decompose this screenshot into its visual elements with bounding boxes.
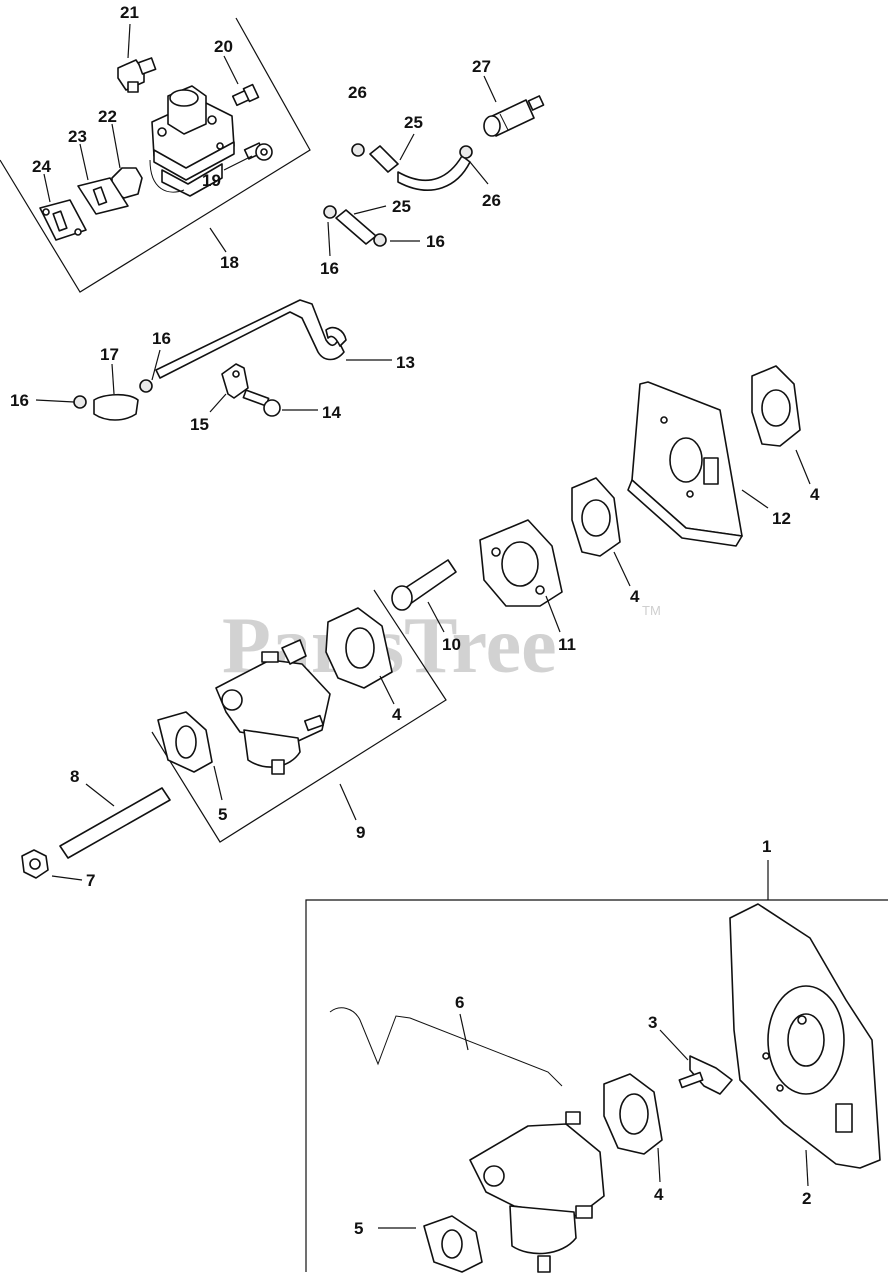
callout-11: 11 [558, 635, 576, 654]
callout-16-far-left: 16 [10, 391, 29, 410]
fuel-filter [483, 95, 545, 137]
pump-spacer-plate [39, 199, 87, 241]
callout-5-top: 5 [218, 805, 227, 824]
callout-4-carb: 4 [392, 705, 402, 724]
pump-screw [231, 83, 260, 107]
callout-6: 6 [455, 993, 464, 1012]
hose-clamp-f [139, 379, 153, 393]
fuel-fitting-elbow [117, 57, 157, 93]
callout-20: 20 [214, 37, 233, 56]
callout-3: 3 [648, 1013, 657, 1032]
leader-lines-filter [327, 75, 497, 257]
fuel-pump-body [149, 85, 235, 197]
gasket-spacer [571, 477, 621, 557]
leader-lines-kit [378, 1013, 809, 1229]
callout-16-left: 16 [320, 259, 339, 278]
gasket-air-cleaner [751, 365, 801, 447]
callout-16-clamp: 16 [152, 329, 171, 348]
callout-2: 2 [802, 1189, 811, 1208]
fuel-line-tube [155, 299, 347, 379]
air-cleaner-plate [729, 903, 881, 1169]
leader-lines-carb [51, 449, 811, 881]
callout-5-kit: 5 [354, 1219, 363, 1238]
callout-15: 15 [190, 415, 209, 434]
carb-kit-gasket-lower [423, 1215, 483, 1273]
air-cleaner-base [627, 381, 743, 547]
callout-27: 27 [472, 57, 491, 76]
hose-clamp-e [73, 395, 87, 409]
callout-9: 9 [356, 823, 365, 842]
callout-1: 1 [762, 837, 771, 856]
leader-lines-line [35, 349, 392, 413]
callout-26-right: 26 [482, 191, 501, 210]
stud [59, 787, 171, 859]
callout-7: 7 [86, 871, 95, 890]
carburetor-gasket [325, 607, 393, 689]
carb-kit-gasket [603, 1073, 663, 1155]
carb-kit-carburetor [469, 1111, 605, 1273]
carburetor [215, 639, 331, 775]
fuel-line-screw [242, 389, 281, 417]
callout-13: 13 [396, 353, 415, 372]
carburetor-screw [391, 559, 457, 611]
nut [21, 849, 49, 879]
hose-clamp-b [459, 145, 473, 159]
callout-16-right: 16 [426, 232, 445, 251]
callout-19: 19 [202, 171, 221, 190]
callout-12: 12 [772, 509, 791, 528]
pump-screw-lower [243, 142, 273, 161]
fuel-hose-elbow [93, 393, 139, 421]
throttle-link [329, 1007, 563, 1087]
callout-14: 14 [322, 403, 341, 422]
callout-25-top: 25 [404, 113, 423, 132]
pump-gasket-plate [77, 177, 129, 215]
callout-17: 17 [100, 345, 119, 364]
callout-4-kit: 4 [654, 1185, 664, 1204]
fuel-hose-straight [335, 209, 377, 245]
callout-25-lower: 25 [392, 197, 411, 216]
fuel-hose-short [369, 145, 399, 173]
fuel-line-clip [221, 363, 249, 399]
callout-23: 23 [68, 127, 87, 146]
hose-clamp-d [373, 233, 387, 247]
callout-4-spacer: 4 [630, 587, 640, 606]
callout-26-top: 26 [348, 83, 367, 102]
callout-24: 24 [32, 157, 51, 176]
callout-21: 21 [120, 3, 139, 22]
callout-4-top: 4 [810, 485, 820, 504]
callout-18: 18 [220, 253, 239, 272]
carb-kit-frame [305, 860, 888, 1272]
callout-8: 8 [70, 767, 79, 786]
fuel-pump-kit-frame [0, 17, 311, 293]
callout-22: 22 [98, 107, 117, 126]
watermark-tm: TM [642, 603, 661, 618]
bracket [678, 1055, 733, 1095]
spacer-frame [151, 589, 447, 843]
carburetor-gasket-lower [157, 711, 213, 773]
callout-10: 10 [442, 635, 461, 654]
carburetor-spacer [479, 519, 563, 607]
hose-clamp-a [351, 143, 365, 157]
leader-lines-pump [43, 23, 253, 253]
hose-clamp-c [323, 205, 337, 219]
fuel-hose-curved [397, 155, 471, 191]
